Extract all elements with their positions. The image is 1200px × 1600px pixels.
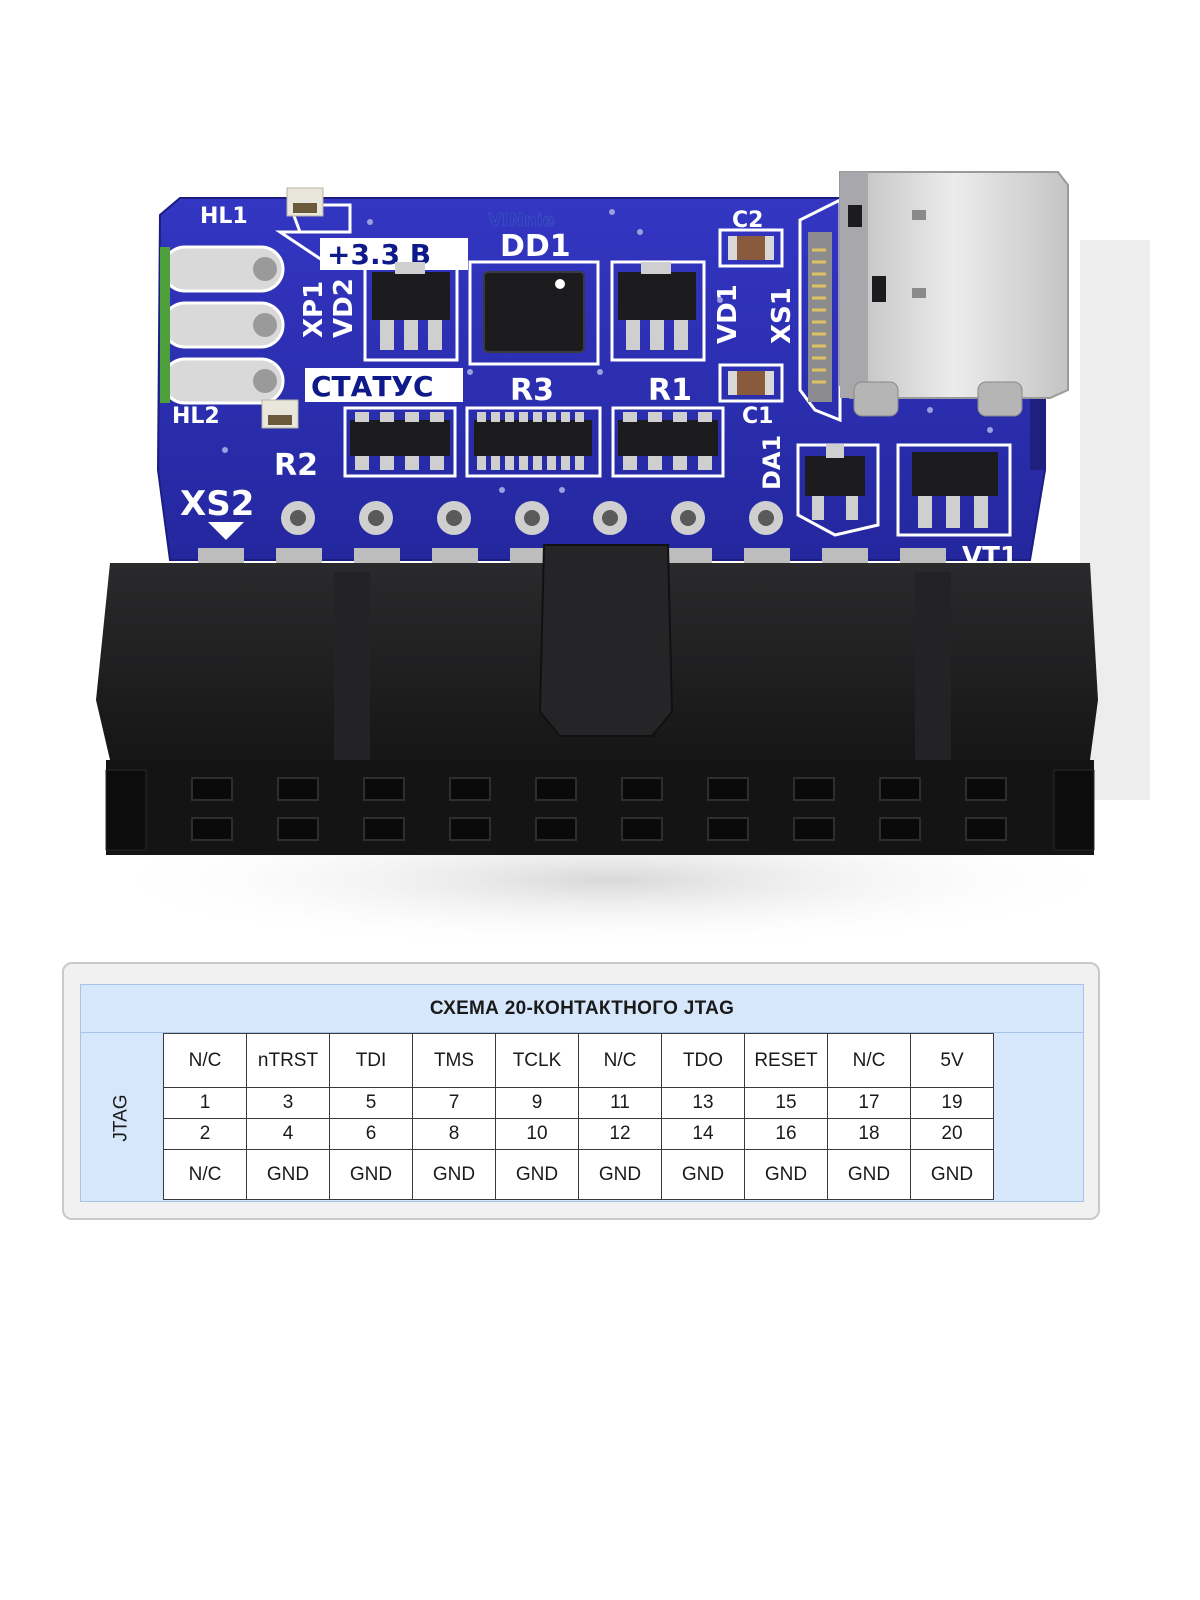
pin-number-cell: 10 [495, 1118, 579, 1150]
pin1-marker-icon [208, 522, 244, 540]
pin-number-cell: 17 [827, 1087, 911, 1119]
label-xs2: XS2 [180, 484, 254, 524]
led-hl1 [286, 187, 324, 217]
usb-c-connector [808, 171, 1069, 417]
pin-signal-cell: TMS [412, 1033, 496, 1088]
pin-signal-cell: 5V [910, 1033, 994, 1088]
chip-vd2 [372, 262, 450, 350]
pin-number-cell: 18 [827, 1118, 911, 1150]
label-xp1: XP1 [299, 281, 329, 338]
label-r2: R2 [274, 448, 318, 483]
pinout-side-label: JTAG [81, 1033, 163, 1203]
chip-vd1 [618, 262, 696, 350]
vias [222, 209, 993, 493]
pin-number-cell: 8 [412, 1118, 496, 1150]
label-vinnie: VINnie [488, 210, 555, 231]
pin-signal-cell: GND [495, 1149, 579, 1200]
pin-number-cell: 5 [329, 1087, 413, 1119]
even-pin-row: 2 4 6 8 10 12 14 16 18 20 [163, 1118, 994, 1150]
label-c1: C1 [742, 404, 773, 429]
pin-number-cell: 9 [495, 1087, 579, 1119]
label-r1: R1 [648, 373, 692, 408]
pin-number-cell: 16 [744, 1118, 828, 1150]
pin-signal-cell: TDI [329, 1033, 413, 1088]
pin-number-cell: 19 [910, 1087, 994, 1119]
label-r3: R3 [510, 373, 554, 408]
status-label-box: СТАТУС [305, 368, 463, 403]
pin-signal-cell: RESET [744, 1033, 828, 1088]
pin-signal-cell: GND [910, 1149, 994, 1200]
board-render: HL1 HL2 +3.3 В DD1 C2 C1 XP1 VD2 VD1 XS1… [90, 171, 1150, 950]
pin-signal-cell: TDO [661, 1033, 745, 1088]
pin-number-cell: 4 [246, 1118, 330, 1150]
label-vd2: VD2 [329, 278, 359, 338]
resistor-array-r1 [618, 412, 718, 470]
label-hl2: HL2 [172, 404, 220, 429]
pin-signal-cell: GND [246, 1149, 330, 1200]
pin-number-cell: 2 [163, 1118, 247, 1150]
side-label-text: JTAG [111, 1094, 132, 1142]
chip-vt1 [912, 452, 998, 528]
pin-signal-cell: GND [744, 1149, 828, 1200]
pinout-title: СХЕМА 20-КОНТАКТНОГО JTAG [81, 985, 1083, 1033]
label-status: СТАТУС [311, 370, 434, 403]
odd-pin-row: 1 3 5 7 9 11 13 15 17 19 [163, 1087, 994, 1119]
label-hl1: HL1 [200, 204, 248, 229]
pin-signal-cell: GND [329, 1149, 413, 1200]
pin-signal-cell: N/C [163, 1149, 247, 1200]
pin-signal-cell: GND [661, 1149, 745, 1200]
pin-number-cell: 14 [661, 1118, 745, 1150]
pin-number-cell: 3 [246, 1087, 330, 1119]
pin-number-cell: 15 [744, 1087, 828, 1119]
resistor-array-r2 [350, 412, 450, 470]
resistor-array-r3 [474, 412, 592, 470]
chip-dd1 [483, 271, 585, 353]
label-dd1: DD1 [500, 229, 571, 264]
through-hole-pads [281, 501, 783, 535]
capacitor-c2 [728, 236, 774, 260]
pin-number-cell: 20 [910, 1118, 994, 1150]
pin-signal-cell: N/C [163, 1033, 247, 1088]
label-c2: C2 [732, 208, 763, 233]
pin-number-cell: 12 [578, 1118, 662, 1150]
pin-signal-cell: N/C [827, 1033, 911, 1088]
pin-number-cell: 1 [163, 1087, 247, 1119]
pin-number-cell: 7 [412, 1087, 496, 1119]
pin-number-cell: 6 [329, 1118, 413, 1150]
pin-signal-cell: GND [827, 1149, 911, 1200]
capacitor-c1 [728, 371, 774, 395]
top-signal-row: N/C nTRST TDI TMS TCLK N/C TDO RESET N/C… [163, 1033, 994, 1088]
pin-signal-cell: TCLK [495, 1033, 579, 1088]
led-hl2 [261, 399, 299, 429]
label-vd1: VD1 [713, 284, 743, 344]
pinout-card: СХЕМА 20-КОНТАКТНОГО JTAG JTAG N/C nTRST… [62, 962, 1100, 1220]
label-xs1: XS1 [767, 287, 797, 344]
pinout-panel: СХЕМА 20-КОНТАКТНОГО JTAG JTAG N/C nTRST… [80, 984, 1084, 1202]
label-da1: DA1 [758, 435, 786, 490]
chip-da1 [805, 444, 865, 520]
pin-signal-cell: GND [578, 1149, 662, 1200]
bottom-signal-row: N/C GND GND GND GND GND GND GND GND GND [163, 1149, 994, 1200]
pinout-table: N/C nTRST TDI TMS TCLK N/C TDO RESET N/C… [163, 1033, 994, 1200]
pin-number-cell: 11 [578, 1087, 662, 1119]
edge-pads [160, 245, 285, 405]
voltage-label-box: +3.3 В [320, 238, 468, 271]
pin-signal-cell: nTRST [246, 1033, 330, 1088]
jtag-box-header [96, 544, 1098, 855]
pin-signal-cell: GND [412, 1149, 496, 1200]
pin-number-cell: 13 [661, 1087, 745, 1119]
pin-signal-cell: N/C [578, 1033, 662, 1088]
